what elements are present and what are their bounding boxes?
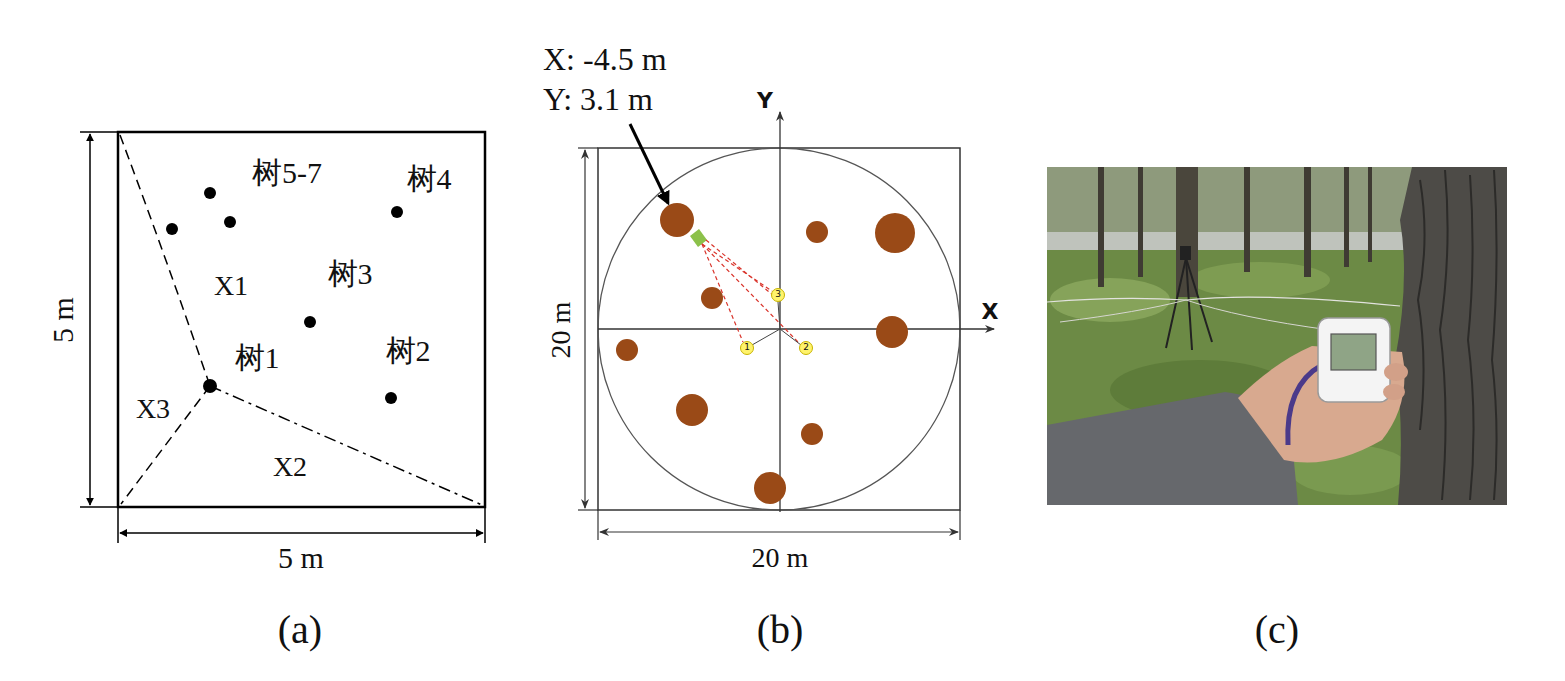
station-number: 1 xyxy=(744,343,750,353)
measure-ray xyxy=(702,240,800,344)
zone-label: X2 xyxy=(273,452,307,483)
bark-texture xyxy=(1418,170,1497,500)
tree-trunk xyxy=(1344,167,1349,267)
zone-label: X1 xyxy=(214,271,248,302)
device-screen xyxy=(1331,334,1376,370)
station-link xyxy=(752,302,801,345)
dimension-line xyxy=(89,134,91,505)
measure-target xyxy=(690,229,707,247)
tree-trunk xyxy=(1098,167,1104,287)
axis-label: X xyxy=(982,300,999,324)
tree-dot xyxy=(391,206,403,218)
tripod-instrument xyxy=(1180,246,1191,260)
dimension-tick xyxy=(80,506,118,508)
dimension-tick xyxy=(597,510,598,540)
plot-square xyxy=(118,132,485,507)
station-link xyxy=(752,329,780,345)
finger xyxy=(1384,363,1408,381)
dimension-line xyxy=(584,150,585,508)
tree-dot xyxy=(385,392,397,404)
tree-dot xyxy=(204,187,216,199)
tree-label: 树4 xyxy=(407,162,452,195)
dashdot-boundary xyxy=(210,386,482,505)
dimension-tick xyxy=(80,131,118,133)
dimension-tick xyxy=(484,507,486,543)
tripod xyxy=(1166,258,1212,350)
tree-stem xyxy=(875,213,915,253)
dimension-line xyxy=(600,531,958,532)
dimension-tick xyxy=(578,147,598,148)
handheld-device xyxy=(1318,318,1390,402)
tree-stem xyxy=(876,316,908,348)
station-link xyxy=(780,329,801,345)
dimension-label: 5 m xyxy=(46,297,79,343)
station-number: 2 xyxy=(803,343,809,353)
dimension-label: 5 m xyxy=(278,541,324,574)
guide-wire xyxy=(1047,297,1400,306)
dimension-tick xyxy=(117,507,119,543)
panel-label: (c) xyxy=(1255,608,1299,652)
tree-stem xyxy=(701,287,723,309)
bark-texture xyxy=(1468,175,1474,500)
tree-stem xyxy=(616,203,915,504)
photo-background xyxy=(1047,167,1507,505)
axis-label: Y xyxy=(757,89,773,113)
dashed-boundary xyxy=(120,135,210,386)
station-marker xyxy=(800,342,813,355)
measure-ray xyxy=(702,244,743,342)
x-axis xyxy=(598,328,994,329)
tree-trunk xyxy=(1244,167,1250,272)
dimension-tick xyxy=(959,510,960,540)
coordinate-callout: X: -4.5 m xyxy=(543,42,667,77)
tree-trunk xyxy=(1368,167,1372,262)
panel-a xyxy=(80,132,485,543)
tree-dot xyxy=(166,223,178,235)
dashed-boundary xyxy=(121,386,210,504)
callout-arrow xyxy=(630,124,668,203)
coordinate-callout: Y: 3.1 m xyxy=(543,82,653,117)
tree-trunk xyxy=(1304,167,1311,277)
bark-texture xyxy=(1418,180,1425,430)
dimension-label: 20 m xyxy=(752,543,809,574)
tree-stem xyxy=(806,221,828,243)
panel-b xyxy=(578,112,994,540)
large-trunk xyxy=(1395,167,1507,505)
tree-label: 树1 xyxy=(235,341,280,374)
dimension-tick xyxy=(578,509,598,510)
tree-dot xyxy=(304,316,316,328)
dimension-line xyxy=(120,532,483,534)
panel-label: (a) xyxy=(278,608,322,652)
dimension-label: 20 m xyxy=(546,302,577,359)
measure-ray xyxy=(702,244,772,291)
station-number: 3 xyxy=(775,290,781,300)
station-marker xyxy=(772,289,785,302)
tree-stem xyxy=(801,423,823,445)
wrist-strap xyxy=(1288,365,1322,445)
tree-label: 树3 xyxy=(328,257,373,290)
tree-stem xyxy=(676,394,708,426)
measure-ray xyxy=(702,244,800,344)
bark-texture xyxy=(1492,170,1497,500)
tree-trunk xyxy=(1098,167,1372,297)
y-axis xyxy=(779,112,780,512)
measure-ray xyxy=(706,240,774,296)
station-marker xyxy=(741,342,754,355)
tree-label: 树5-7 xyxy=(252,156,322,189)
tree-dot xyxy=(224,216,236,228)
bark-texture xyxy=(1440,170,1448,500)
tree-trunk xyxy=(1138,167,1143,277)
panel-label: (b) xyxy=(757,608,804,652)
zone-label: X3 xyxy=(136,394,170,425)
tree-dot xyxy=(203,379,217,393)
tree-stem xyxy=(660,203,694,237)
guide-wire xyxy=(1060,300,1330,330)
panel-c-photo xyxy=(1047,167,1507,505)
tree-stem xyxy=(616,339,638,361)
tree-label: 树2 xyxy=(386,334,431,367)
tree-stem xyxy=(754,472,786,504)
station-link xyxy=(778,302,780,329)
finger xyxy=(1383,384,1405,400)
